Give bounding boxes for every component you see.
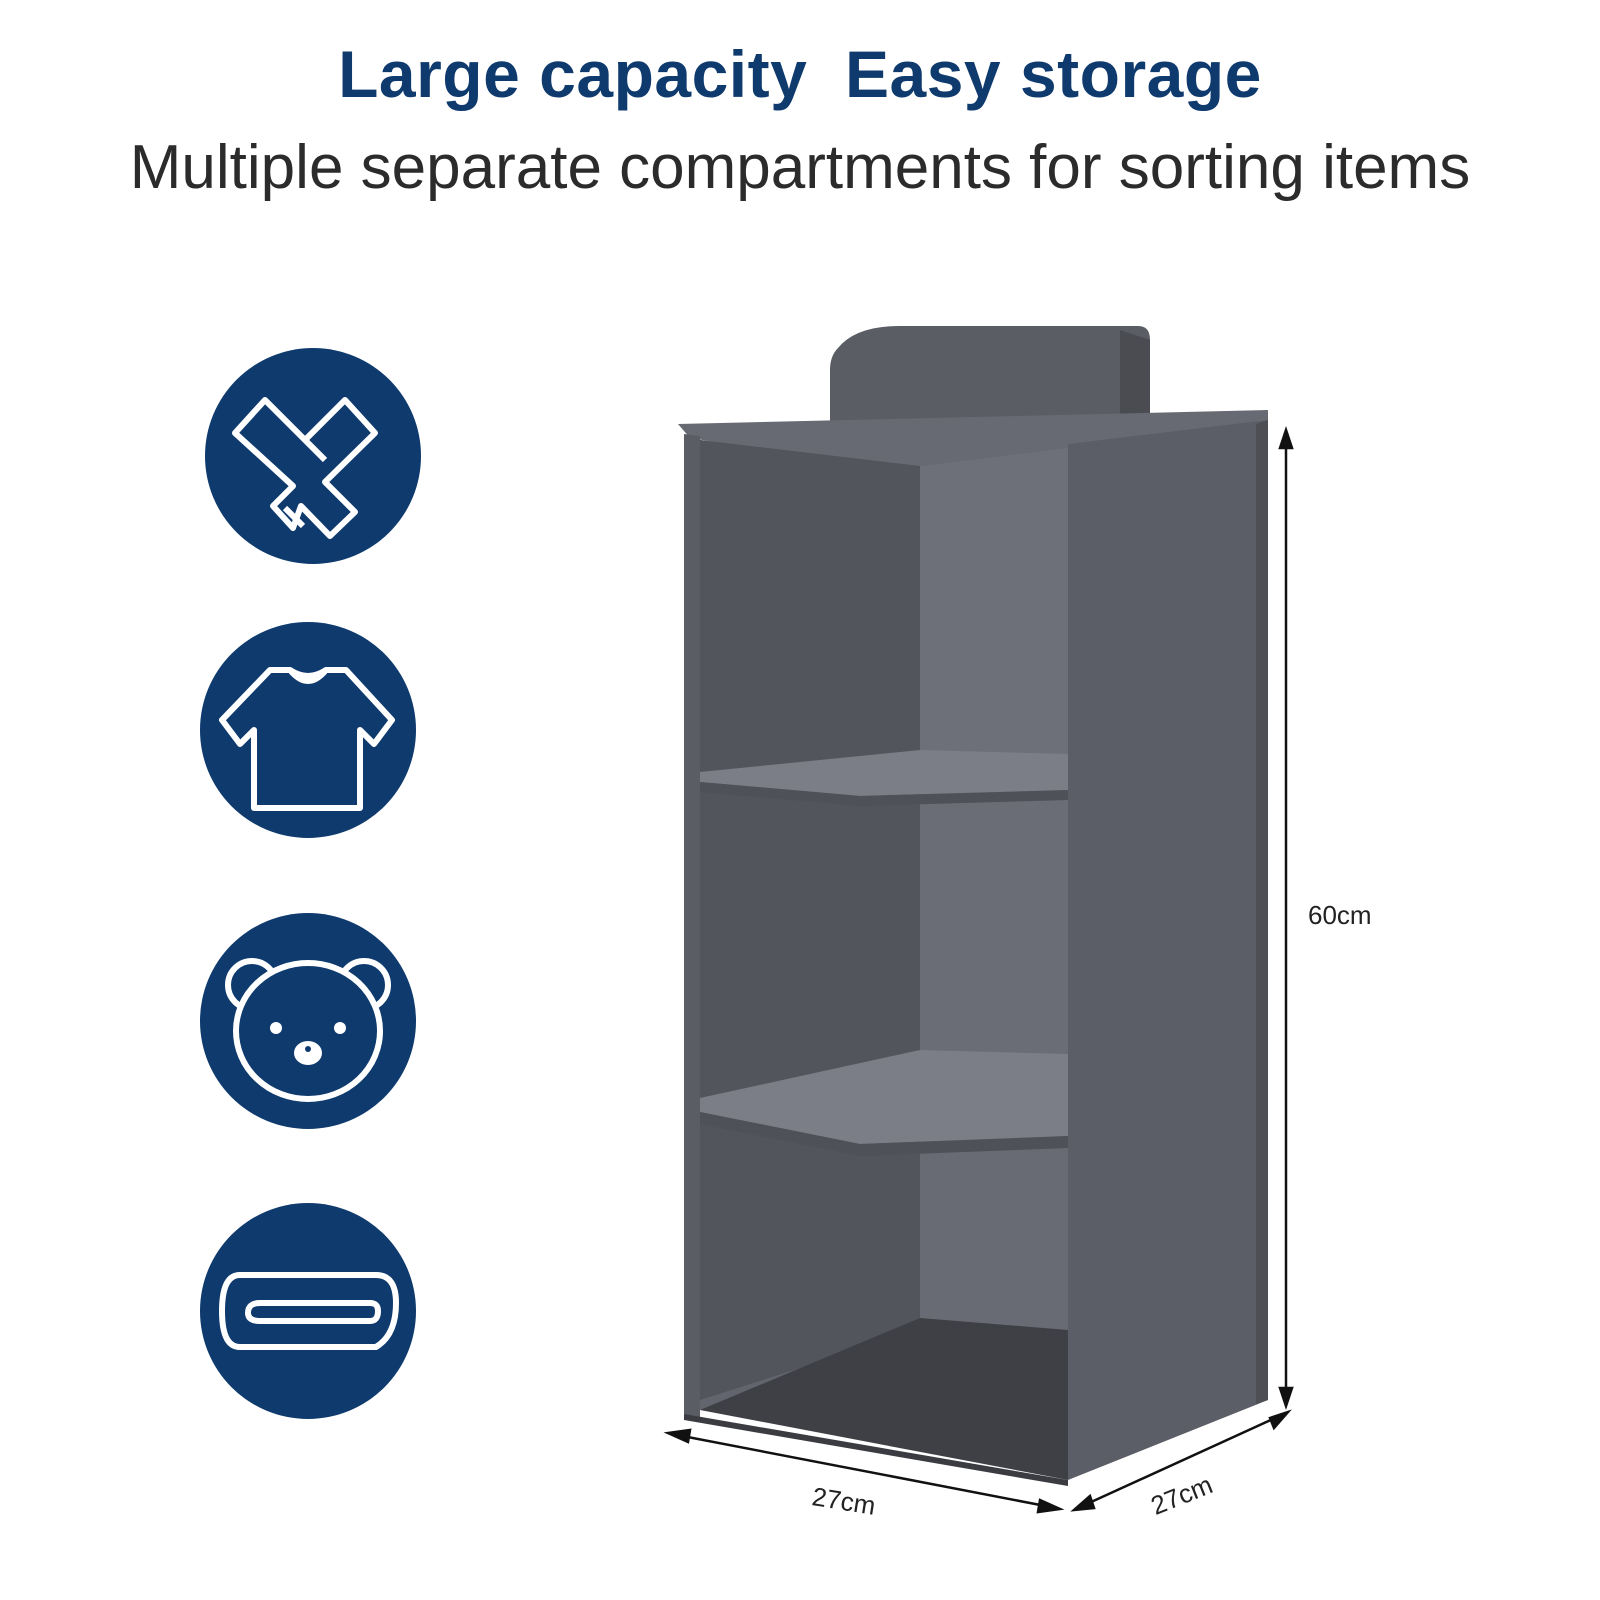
- bottom-panel: [700, 1318, 1068, 1480]
- teddy-bear-icon: [200, 913, 416, 1129]
- tshirt-icon: [200, 622, 416, 838]
- scarf-icon: [205, 348, 421, 564]
- subheadline: Multiple separate compartments for sorti…: [129, 133, 1471, 202]
- height-label: 60cm: [1308, 900, 1372, 930]
- folded-towel-icon: [200, 1203, 416, 1419]
- front-left-edge: [684, 434, 700, 1420]
- shelf-top: [700, 750, 1068, 796]
- side-panel: [1068, 420, 1268, 1480]
- shelf-middle: [700, 1050, 1068, 1144]
- hanging-strap: [830, 326, 1150, 430]
- headline: Large capacity Easy storage: [338, 37, 1262, 111]
- dimension-arrows: [663, 426, 1294, 1514]
